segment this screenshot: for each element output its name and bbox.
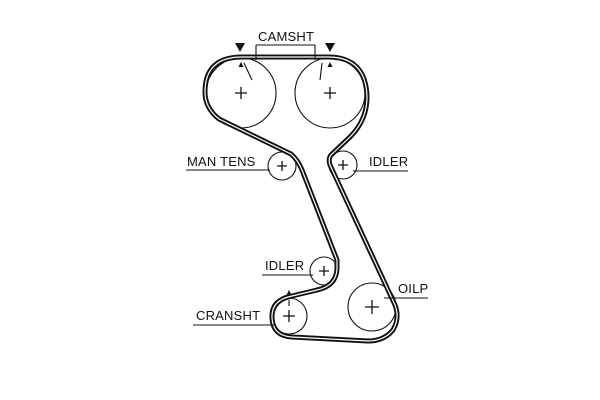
idler-lower-callout: IDLER <box>262 258 313 276</box>
plus-icon <box>338 160 348 170</box>
oil-pump-label: OILP <box>398 281 428 296</box>
timing-tick-icon <box>286 290 292 295</box>
timing-mark-right-icon <box>325 43 335 52</box>
pulley-center-crosses <box>235 87 379 322</box>
plus-icon <box>283 310 295 322</box>
plus-icon <box>365 300 379 314</box>
camshaft-label: CAMSHT <box>258 29 314 44</box>
man-tens-callout: MAN TENS <box>186 154 270 171</box>
crankshaft-callout: CRANSHT <box>193 308 275 326</box>
timing-tick-icon <box>238 62 244 67</box>
crankshaft-label: CRANSHT <box>196 308 260 323</box>
idler-upper-callout: IDLER <box>353 154 408 172</box>
idler-upper-label: IDLER <box>369 154 408 169</box>
idler-lower-label: IDLER <box>265 258 304 273</box>
camshaft-timing-marks <box>235 43 335 52</box>
plus-icon <box>319 266 329 276</box>
timing-mark-left-icon <box>235 43 245 52</box>
timing-belt <box>202 54 400 344</box>
pulley-timing-ticks <box>238 62 333 306</box>
plus-icon <box>277 161 287 171</box>
oil-pump-callout: OILP <box>384 281 428 299</box>
timing-tick-icon <box>327 62 333 67</box>
plus-icon <box>235 87 247 99</box>
plus-icon <box>324 87 336 99</box>
man-tens-label: MAN TENS <box>187 154 256 169</box>
camshaft-callout: CAMSHT <box>255 29 316 60</box>
